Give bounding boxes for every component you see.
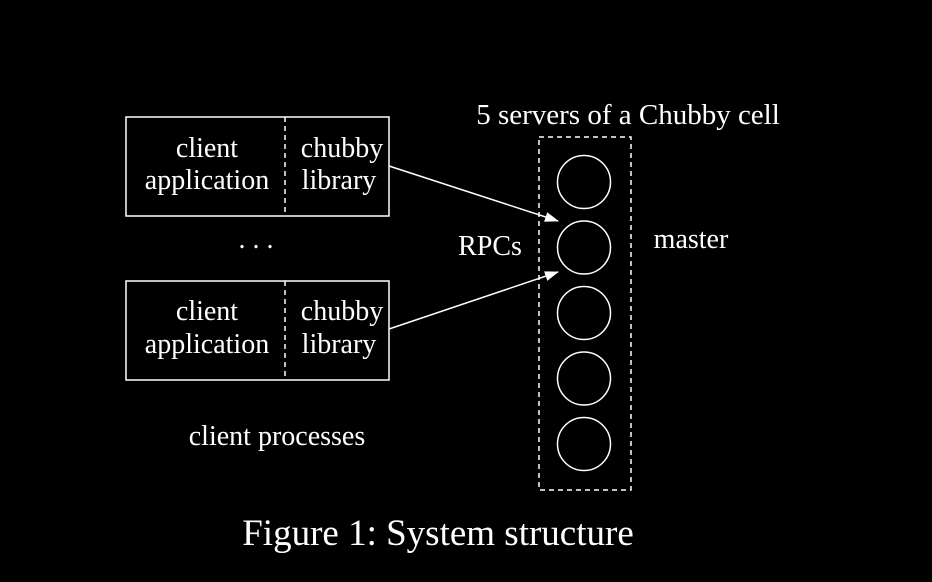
client-app-label: client bbox=[176, 296, 238, 327]
server-group bbox=[556, 154, 612, 472]
rpc-arrow bbox=[388, 271, 559, 330]
master-server bbox=[556, 220, 612, 275]
client-box bbox=[125, 280, 390, 381]
server bbox=[556, 285, 612, 341]
rpc-label: RPCs bbox=[458, 231, 522, 262]
chubby-library-label: chubby bbox=[301, 296, 383, 327]
rpc-arrow bbox=[388, 165, 559, 222]
figure-caption: Figure 1: System structure bbox=[242, 513, 634, 554]
master-label: master bbox=[654, 224, 729, 255]
client-app-label: application bbox=[145, 329, 269, 360]
server bbox=[556, 416, 612, 472]
client-process-2: client application chubby library bbox=[125, 280, 390, 381]
client-app-label: client bbox=[176, 133, 238, 164]
chubby-library-label: chubby bbox=[301, 133, 383, 164]
cell-title: 5 servers of a Chubby cell bbox=[476, 99, 780, 131]
client-processes-label: client processes bbox=[189, 421, 366, 452]
chubby-cell-box bbox=[538, 136, 632, 491]
client-process-1: client application chubby library bbox=[125, 116, 390, 217]
chubby-library-label: library bbox=[302, 165, 377, 196]
server bbox=[556, 154, 612, 210]
chubby-library-label: library bbox=[302, 329, 377, 360]
client-app-label: application bbox=[145, 165, 269, 196]
ellipsis: . . . bbox=[239, 224, 274, 255]
server bbox=[556, 351, 612, 406]
